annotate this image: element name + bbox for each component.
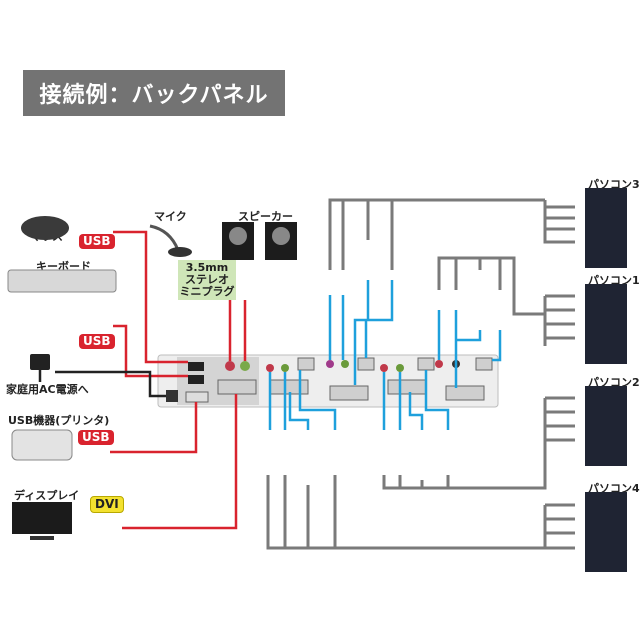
usb-b-port-pc (417, 357, 435, 371)
mouse-usb-badge: USB (79, 234, 115, 249)
keyboard-line (113, 324, 188, 378)
pc3-icon (585, 188, 627, 268)
audio-plug-note-line: ミニプラグ (179, 285, 235, 298)
pc1-icon (585, 284, 627, 364)
mouse-line (113, 230, 188, 364)
cable-fan-pc3 (543, 200, 575, 244)
dvi-port-console (217, 379, 257, 395)
pc-link-lines (268, 280, 502, 430)
power-jack (166, 390, 178, 402)
ac-adapter-icon (30, 354, 50, 370)
usb-port-device (185, 391, 209, 403)
pc2-icon (585, 386, 627, 466)
pc4-label: パソコン4 (588, 482, 640, 495)
power-cable (38, 370, 166, 398)
pc3-label: パソコン3 (588, 178, 640, 191)
pc-towers (585, 188, 627, 572)
keyboard-usb-badge: USB (79, 334, 115, 349)
display-line (122, 394, 238, 530)
audio-plug-note: 3.5mm ステレオ ミニプラグ (178, 260, 236, 300)
cable-fan-pc1 (543, 294, 575, 346)
microphone-icon (149, 224, 180, 251)
display-label: ディスプレイ (14, 489, 80, 502)
cable-bundle-pc3 (328, 198, 545, 270)
usb-b-port-pc (475, 357, 493, 371)
usb-b-port-pc (297, 357, 315, 371)
printer-line (110, 402, 198, 454)
pc-cables (266, 198, 575, 550)
display-dvi-badge: DVI (90, 496, 124, 513)
kvm-back-panel (157, 354, 499, 408)
audio-plug-note-line: ステレオ (185, 273, 229, 286)
cable-fan-pc4 (545, 503, 575, 550)
usb-port-keyboard (188, 375, 204, 384)
page-title: 接続例：バックパネル (23, 70, 285, 116)
console-link-lines (110, 230, 247, 530)
speaker-port (240, 361, 250, 371)
cable-bundle-pc4 (266, 475, 547, 550)
microphone-label: マイク (154, 210, 187, 223)
dvi-port-pc (387, 379, 427, 395)
usb-b-port-pc (357, 357, 375, 371)
usb-port-mouse (188, 362, 204, 371)
audio-plug-note-line: 3.5mm (185, 261, 229, 274)
cable-bundle-pc2 (382, 398, 547, 490)
dvi-port-pc (269, 379, 309, 395)
pc1-label: パソコン1 (588, 274, 640, 287)
dvi-port-pc (329, 385, 369, 401)
cable-fan-pc2 (545, 396, 575, 442)
mouse-icon (21, 216, 69, 240)
power-label: 家庭用AC電源へ (6, 383, 89, 396)
display-icon (12, 502, 72, 534)
printer-icon (11, 429, 73, 461)
printer-usb-badge: USB (78, 430, 114, 445)
pc2-label: パソコン2 (588, 376, 640, 389)
cable-bundle-pc1 (437, 256, 545, 316)
dvi-port-pc (445, 385, 485, 401)
keyboard-icon (7, 269, 117, 293)
mic-port (225, 361, 235, 371)
display-stand-icon (30, 536, 54, 540)
printer-label: USB機器(プリンタ) (8, 414, 110, 427)
pc4-icon (585, 492, 627, 572)
speaker-label: スピーカー (238, 210, 293, 223)
